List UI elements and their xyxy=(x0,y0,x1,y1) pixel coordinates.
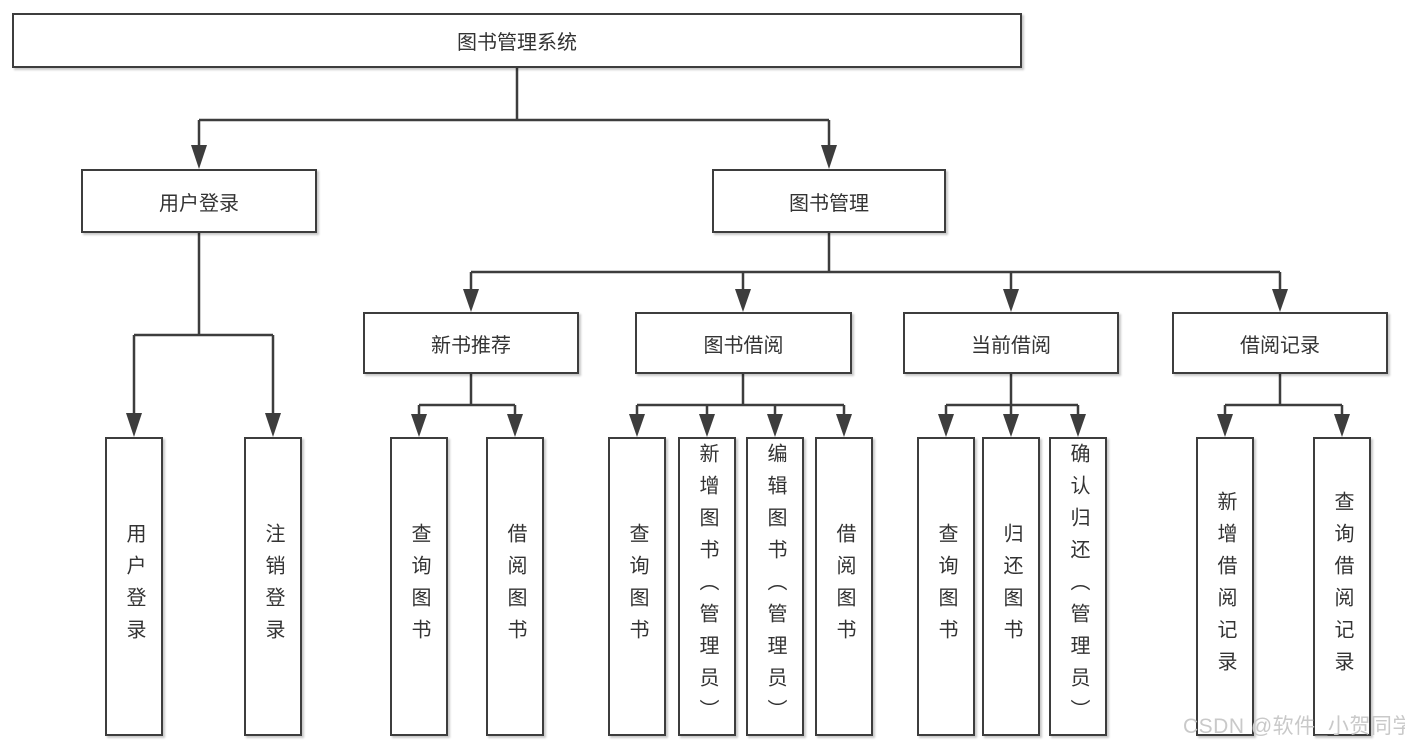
leaf-records-add-record: 新增借阅记录 xyxy=(1196,437,1254,736)
leaf-recommend-borrow-books-label: 借阅图书 xyxy=(504,522,526,651)
node-borrowing-records-label: 借阅记录 xyxy=(1240,334,1320,357)
leaf-user-login-label: 用户登录 xyxy=(123,522,145,651)
leaf-borrowing-edit-books-admin: 编辑图书（管理员） xyxy=(746,437,804,736)
node-user-login: 用户登录 xyxy=(81,169,317,233)
leaf-records-query-record: 查询借阅记录 xyxy=(1313,437,1371,736)
leaf-recommend-query-books: 查询图书 xyxy=(390,437,448,736)
node-user-login-label: 用户登录 xyxy=(159,192,239,215)
arrowheads xyxy=(126,145,1350,437)
leaf-current-query-books: 查询图书 xyxy=(917,437,975,736)
watermark-text: CSDN @软件_小贺同学 xyxy=(1183,715,1405,738)
node-library-management-system: 图书管理系统 xyxy=(12,13,1022,68)
leaf-current-confirm-return-admin: 确认归还（管理员） xyxy=(1049,437,1107,736)
leaf-records-query-record-label: 查询借阅记录 xyxy=(1331,490,1353,683)
node-book-management-label: 图书管理 xyxy=(789,192,869,215)
leaf-borrowing-query-books-label: 查询图书 xyxy=(626,522,648,651)
leaf-borrowing-add-books-admin-label: 新增图书（管理员） xyxy=(696,442,718,731)
leaf-borrowing-borrow-books: 借阅图书 xyxy=(815,437,873,736)
leaf-current-return-books: 归还图书 xyxy=(982,437,1040,736)
leaf-borrowing-borrow-books-label: 借阅图书 xyxy=(833,522,855,651)
leaf-borrowing-query-books: 查询图书 xyxy=(608,437,666,736)
node-new-book-recommendation: 新书推荐 xyxy=(363,312,579,374)
node-library-management-system-label: 图书管理系统 xyxy=(457,32,577,54)
leaf-current-return-books-label: 归还图书 xyxy=(1000,522,1022,651)
leaf-borrowing-edit-books-admin-label: 编辑图书（管理员） xyxy=(764,442,786,731)
node-current-borrowing-label: 当前借阅 xyxy=(971,334,1051,357)
node-borrowing-records: 借阅记录 xyxy=(1172,312,1388,374)
leaf-recommend-borrow-books: 借阅图书 xyxy=(486,437,544,736)
node-new-book-recommendation-label: 新书推荐 xyxy=(431,334,511,357)
node-book-borrowing-label: 图书借阅 xyxy=(703,334,784,357)
node-current-borrowing: 当前借阅 xyxy=(903,312,1119,374)
leaf-logout-label: 注销登录 xyxy=(262,522,284,651)
leaf-borrowing-add-books-admin: 新增图书（管理员） xyxy=(678,437,736,736)
leaf-current-confirm-return-admin-label: 确认归还（管理员） xyxy=(1067,442,1089,731)
leaf-records-add-record-label: 新增借阅记录 xyxy=(1214,490,1236,683)
leaf-logout: 注销登录 xyxy=(244,437,302,736)
node-book-borrowing: 图书借阅 xyxy=(635,312,852,374)
leaf-recommend-query-books-label: 查询图书 xyxy=(408,522,430,651)
node-book-management: 图书管理 xyxy=(712,169,946,233)
leaf-current-query-books-label: 查询图书 xyxy=(935,522,957,651)
leaf-user-login: 用户登录 xyxy=(105,437,163,736)
